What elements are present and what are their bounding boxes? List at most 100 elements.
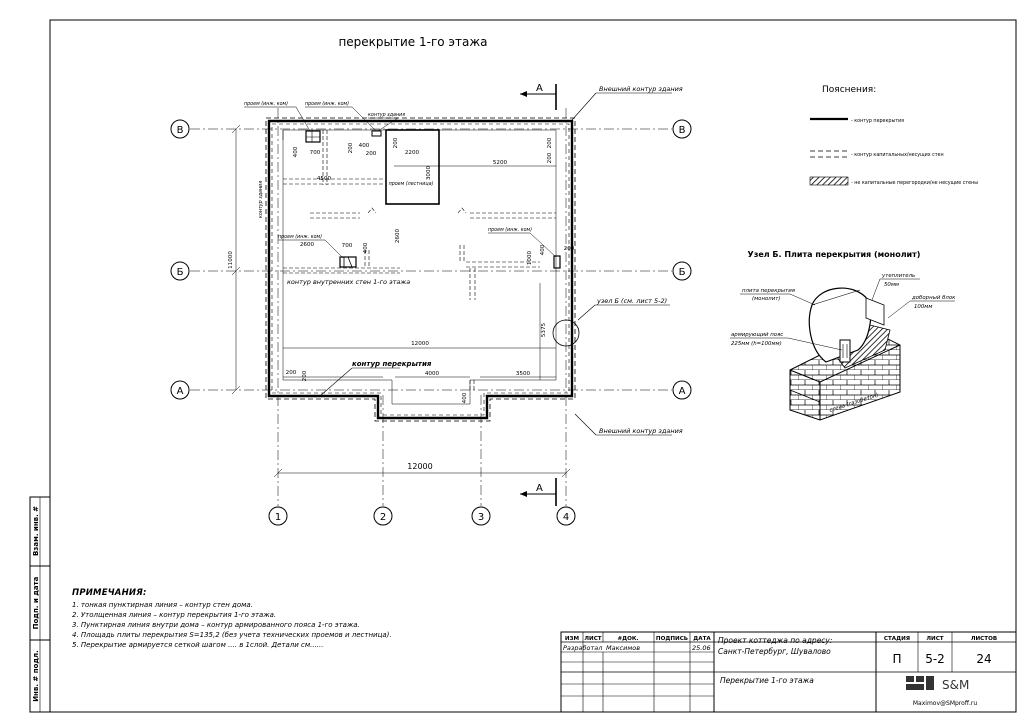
- tb-email: Maximov@SMproff.ru: [913, 700, 977, 707]
- slab-inner-edge: [282, 129, 557, 405]
- axis-label-v-left: В: [177, 125, 184, 136]
- dim-4500: 4500: [317, 176, 332, 182]
- axis-label-a-right: А: [679, 386, 686, 397]
- axis-lines: [190, 108, 672, 506]
- dim-200-d: 200: [547, 137, 553, 148]
- dim-3500: 3500: [516, 371, 531, 377]
- tb-sheets-h: ЛИСТОВ: [971, 636, 997, 642]
- dimension-lines: [231, 124, 571, 478]
- dim-3000: 3000: [426, 165, 432, 180]
- opening-label-1: проем (инж. ком): [244, 101, 288, 107]
- dim-700-a: 700: [310, 150, 321, 156]
- dim-2600-a: 2600: [300, 242, 315, 248]
- node-insulation-size: 50мм: [884, 282, 899, 288]
- tech-opening-4: [553, 255, 561, 269]
- legend-item-2: - контур капитальных/несущих стен: [851, 152, 944, 158]
- outer-building-contour: [265, 117, 576, 422]
- tech-opening-3: [339, 256, 357, 268]
- svg-text:А: А: [536, 83, 543, 94]
- section-mark-bottom: А: [520, 478, 557, 506]
- notes-heading: ПРИМЕЧАНИЯ:: [72, 588, 147, 598]
- legend-title: Пояснения:: [822, 85, 876, 95]
- tb-name: Максимов: [606, 644, 640, 652]
- tb-stage-h: СТАДИЯ: [884, 636, 910, 642]
- axis-label-v-right: В: [679, 125, 686, 136]
- legend-partition-hatch: [809, 176, 849, 186]
- axis-label-4: 4: [563, 512, 569, 523]
- tb-date: 25.06: [692, 644, 711, 652]
- dim-1000: 1000: [527, 250, 533, 265]
- dim-400-a: 400: [293, 146, 299, 157]
- drawing-title: перекрытие 1-го этажа: [338, 35, 487, 49]
- tb-role: Разработал: [563, 644, 602, 652]
- dim-400-e: 400: [462, 392, 468, 403]
- tb-stage: П: [892, 652, 901, 666]
- inner-wall-contour: [271, 123, 570, 416]
- notes-block: ПРИМЕЧАНИЯ: 1. тонкая пунктирная линия –…: [72, 588, 512, 650]
- stamp-left-3: Инв. # подл.: [32, 650, 40, 702]
- tb-h-izm: ИЗМ: [565, 636, 580, 642]
- tech-opening-2: [371, 130, 382, 137]
- dim-200-h: 200: [302, 370, 308, 381]
- note-item-4: 4. Площадь плиты перекрытия S=135,2 (без…: [72, 631, 392, 639]
- node-b-label: узел Б (см. лист 5-2): [596, 297, 667, 305]
- inner-walls-label: контур внутренних стен 1-го этажа: [287, 278, 410, 286]
- stamp-left-1: Взам. инв. #: [32, 506, 40, 556]
- tb-sheet-title: Перекрытие 1-го этажа: [720, 676, 814, 685]
- company-logo: S&M: [906, 676, 969, 692]
- node-detail-graphic: [789, 287, 901, 421]
- outer-contour-label-bottom: Внешний контур здания: [599, 427, 683, 435]
- tb-project-1: Проект коттеджа по адресу:: [718, 636, 832, 645]
- tb-h-date: ДАТА: [693, 636, 711, 642]
- dim-11000: 11000: [228, 251, 234, 269]
- dim-2200: 2200: [405, 150, 420, 156]
- dim-2600-b: 2600: [395, 228, 401, 243]
- node-title: Узел Б. Плита перекрытия (монолит): [748, 250, 921, 259]
- axis-label-b-right: Б: [679, 267, 686, 278]
- legend-wall-symbol: [810, 150, 848, 158]
- node-insulation: утеплитель: [881, 273, 915, 279]
- dim-400-d: 400: [540, 244, 546, 255]
- tb-sheet-h: ЛИСТ: [926, 636, 943, 642]
- slab-contour-label: контур перекрытия: [352, 360, 432, 368]
- legend-item-3: - не капитальные перегородки/не несущие …: [851, 180, 978, 186]
- tb-h-doc: #ДОК.: [617, 636, 638, 642]
- node-block: доборный блок: [911, 295, 956, 301]
- sheet-frame: [49, 19, 1017, 713]
- note-item-5: 5. Перекрытие армируется сеткой шагом ..…: [72, 641, 324, 649]
- opening-label-4: проем (инж. ком): [488, 227, 532, 233]
- interior-walls: [283, 130, 556, 392]
- dim-400-c: 400: [363, 242, 369, 253]
- tb-h-sign: ПОДПИСЬ: [656, 636, 688, 642]
- slab-contour: [267, 119, 574, 420]
- axis-label-2: 2: [380, 512, 386, 523]
- tb-h-list: ЛИСТ: [584, 636, 601, 642]
- dim-200-f: 200: [564, 246, 575, 252]
- tb-project-2: Санкт-Петербург, Шувалово: [718, 647, 831, 656]
- axis-label-3: 3: [478, 512, 484, 523]
- stamp-left-2: Подп. и дата: [32, 576, 40, 629]
- note-item-2: 2. Утолщенная линия – контур перекрытия …: [72, 611, 277, 619]
- opening-label-3: проем (инж. ком): [278, 234, 322, 240]
- axis-label-a-left: А: [177, 386, 184, 397]
- legend-item-1: - контур перекрытия: [851, 119, 904, 124]
- axis-label-1: 1: [275, 512, 281, 523]
- dim-400-b: 400: [359, 143, 370, 149]
- dim-700-b: 700: [342, 243, 353, 249]
- node-slab-1: плита перекрытия: [742, 288, 796, 294]
- tb-sheets: 24: [976, 652, 991, 666]
- dim-12000-inner: 12000: [411, 341, 429, 347]
- note-item-3: 3. Пунктирная линия внутри дома – контур…: [72, 621, 360, 629]
- opening-label-2: проем (инж. ком): [305, 101, 349, 107]
- tb-sheet: 5-2: [925, 652, 945, 666]
- tech-opening-1: [305, 130, 321, 143]
- dim-4000: 4000: [425, 371, 440, 377]
- building-contour-label-top: контур здания: [368, 113, 405, 118]
- node-b-marker: [552, 319, 580, 347]
- dim-200-a: 200: [348, 142, 354, 153]
- stair-opening-label: проем (лестница): [389, 181, 434, 187]
- node-block-size: 100мм: [914, 304, 932, 310]
- stair-opening: [385, 129, 440, 205]
- axis-label-b-left: Б: [177, 267, 184, 278]
